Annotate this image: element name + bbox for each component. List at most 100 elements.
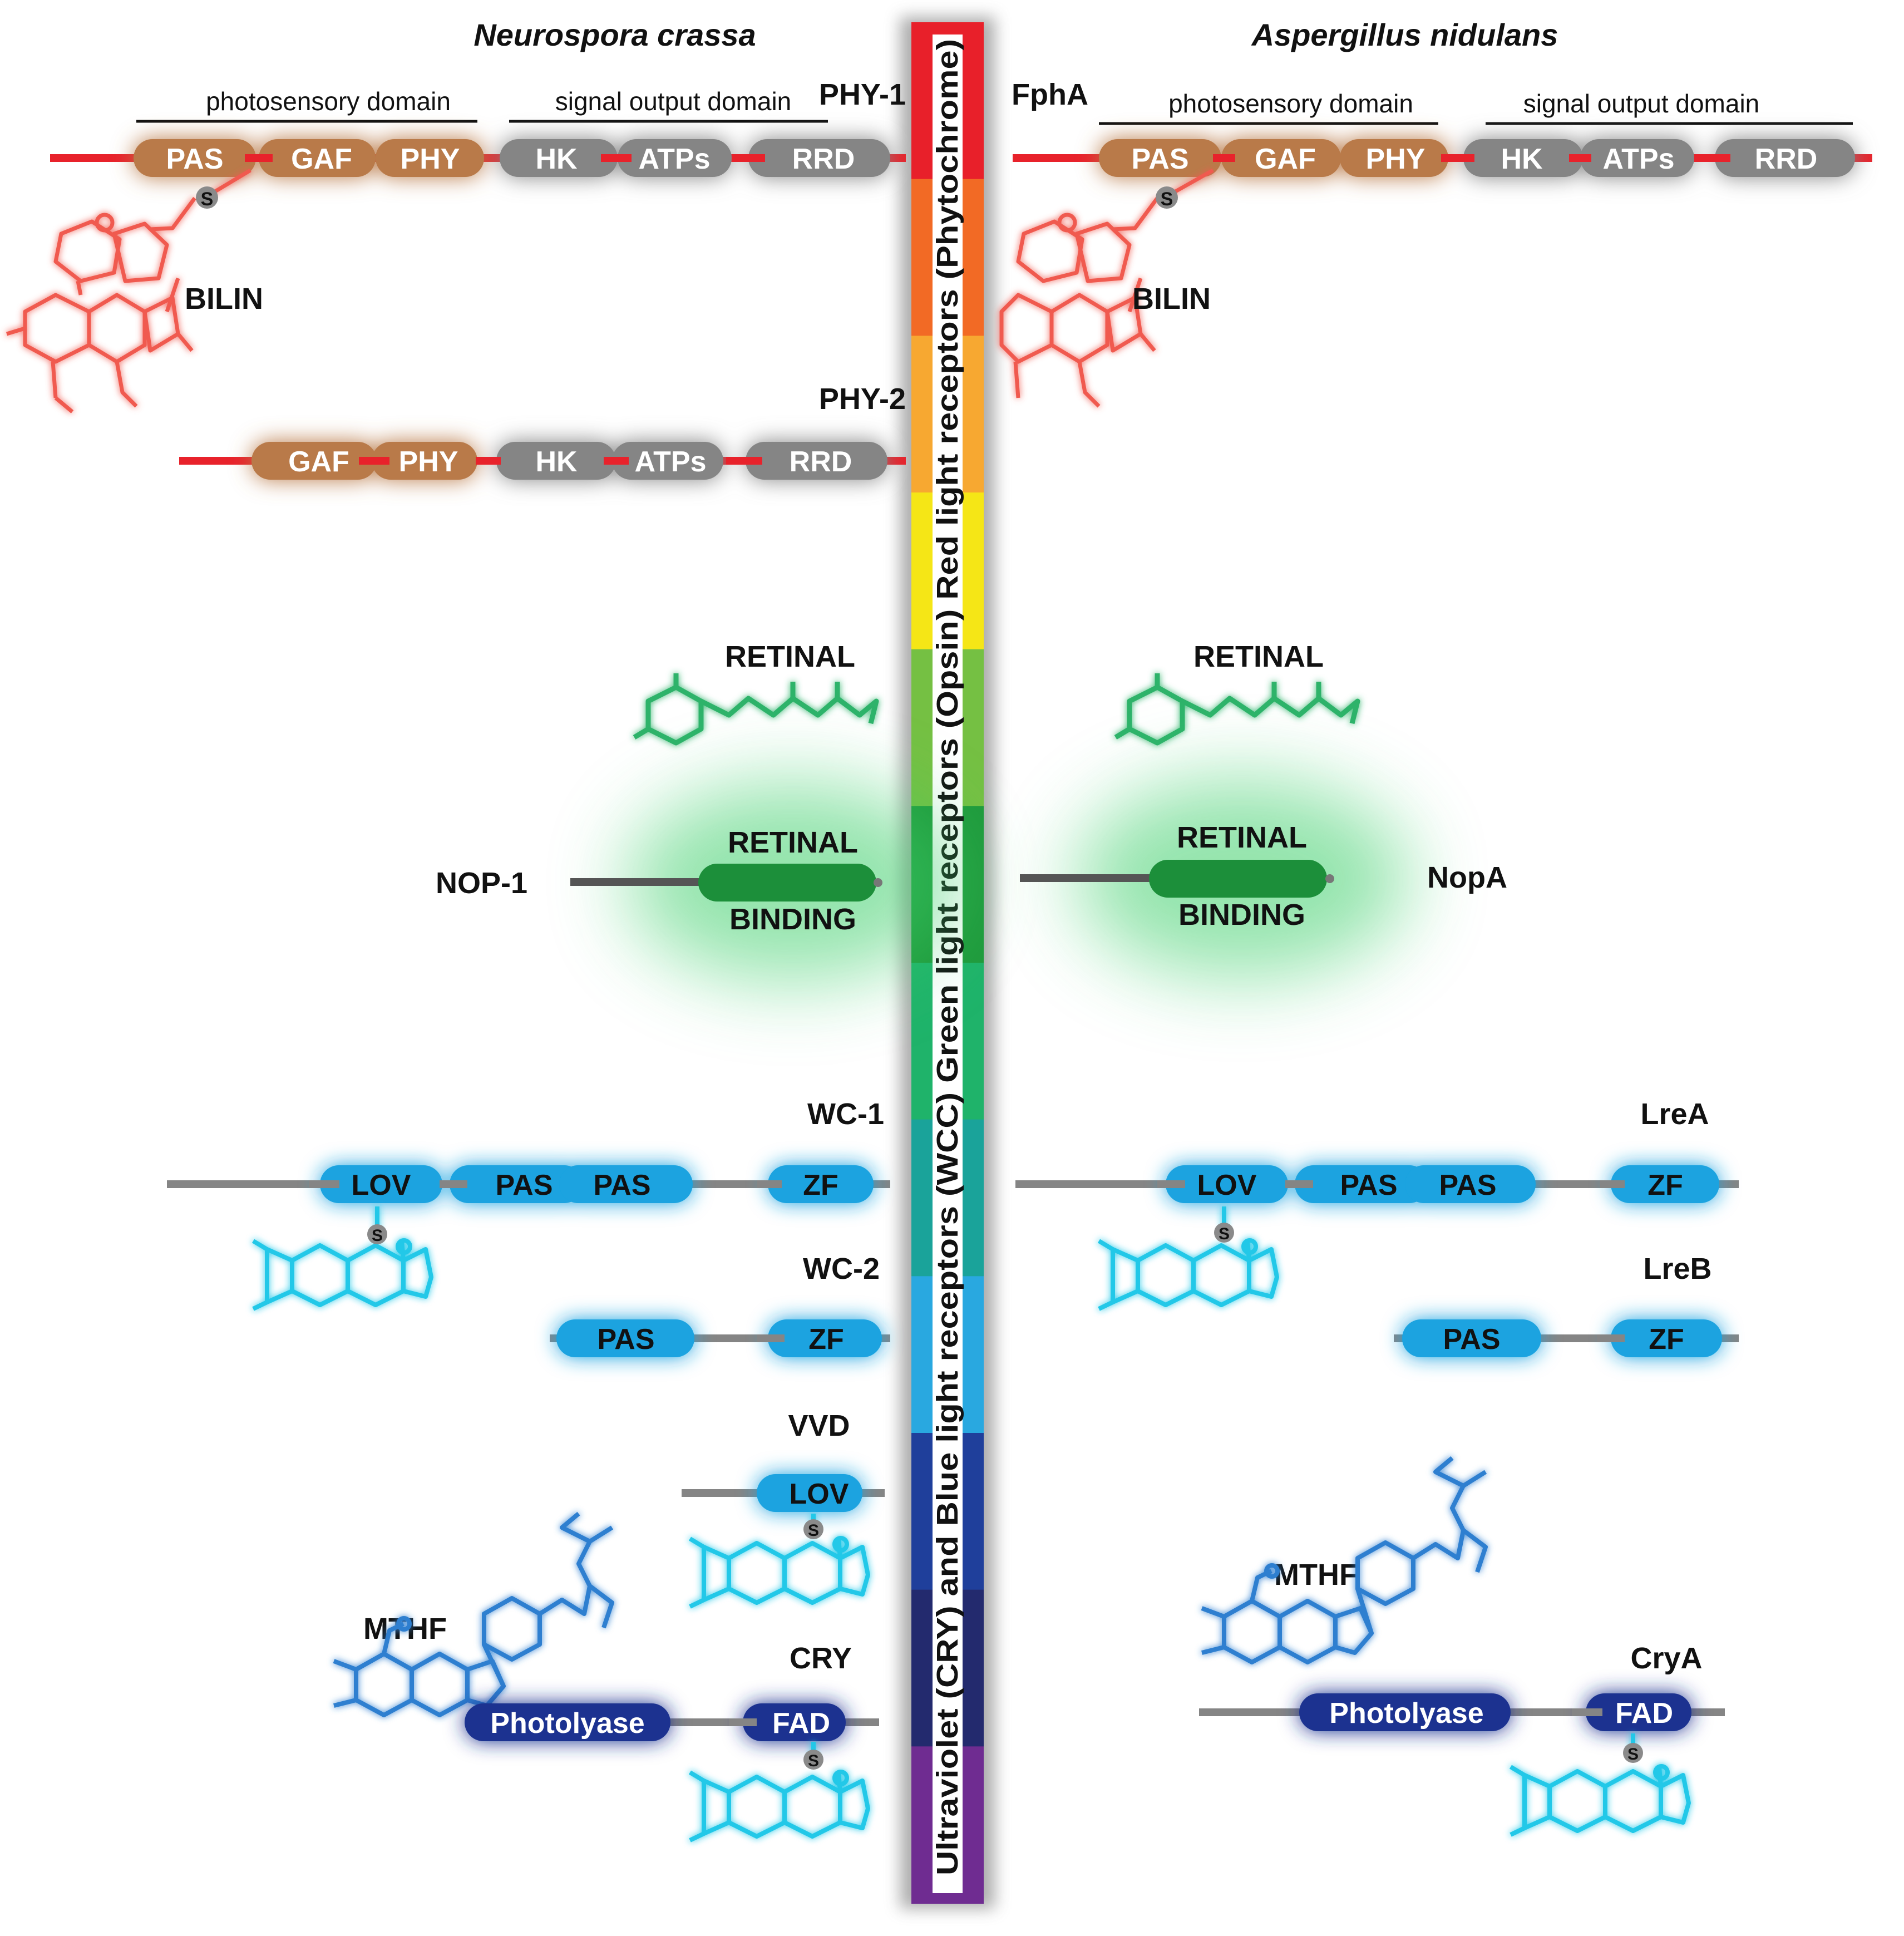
flavin-chromophore-lrea [1097, 1206, 1279, 1311]
wc1-pas-domain-2: PAS [593, 1169, 650, 1201]
phy1-rrd-domain: RRD [792, 143, 855, 175]
svg-text:S: S [1161, 189, 1173, 210]
bilin-label-left: BILIN [185, 282, 263, 316]
signal-output-domain-label-left: signal output domain [555, 87, 792, 116]
phy1-hk-domain: HK [535, 143, 578, 175]
bilin-label-right: BILIN [1132, 282, 1211, 316]
mthf-chromophore-left [333, 1511, 614, 1717]
spectrum-axis-label: Ultraviolet (CRY) and Blue light recepto… [931, 39, 964, 1875]
phy1-pas-domain: PAS [166, 143, 223, 175]
flavin-chromophore-vvd [688, 1514, 870, 1609]
cry-protein: Photolyase FAD [465, 1703, 879, 1741]
fpha-label: FphA [1012, 78, 1088, 111]
wc1-label: WC-1 [807, 1097, 884, 1131]
fpha-hk-domain: HK [1501, 143, 1543, 175]
spectrum-label-panel [933, 35, 963, 1893]
nopa-protein: RETINAL BINDING [1020, 821, 1334, 932]
crya-fad-domain: FAD [1615, 1697, 1673, 1730]
fpha-rrd-domain: RRD [1755, 143, 1818, 175]
flavin-chromophore-cry [688, 1742, 870, 1843]
nop1-domain-binding: BINDING [729, 903, 856, 936]
nop1-label: NOP-1 [436, 866, 527, 900]
phy2-hk-domain: HK [535, 446, 578, 478]
svg-text:S: S [1627, 1745, 1639, 1763]
s-atom-wc1: S [367, 1224, 387, 1245]
phy2-gaf-domain: GAF [288, 446, 349, 478]
retinal-label-right: RETINAL [1193, 640, 1324, 673]
spectrum-bar: Ultraviolet (CRY) and Blue light recepto… [900, 17, 995, 1909]
phy2-label: PHY-2 [819, 382, 906, 416]
photosensory-domain-label-right: photosensory domain [1168, 89, 1413, 118]
s-atom-vvd: S [803, 1519, 823, 1540]
lreb-zf-domain: ZF [1649, 1323, 1684, 1356]
nop1-domain-retinal: RETINAL [728, 826, 858, 859]
cry-photolyase-domain: Photolyase [490, 1707, 644, 1740]
vvd-label: VVD [788, 1409, 850, 1442]
svg-text:S: S [808, 1521, 819, 1540]
retinal-chromophore-right [1114, 673, 1360, 746]
svg-text:S: S [372, 1226, 383, 1245]
svg-text:S: S [1219, 1225, 1230, 1243]
lrea-zf-domain: ZF [1647, 1169, 1683, 1201]
vvd-protein: LOV [682, 1474, 885, 1512]
photosensory-domain-label-left: photosensory domain [206, 87, 451, 116]
phy1-protein: PAS GAF PHY HK ATPs RRD [50, 139, 906, 177]
crya-photolyase-domain: Photolyase [1329, 1697, 1483, 1730]
lrea-pas-domain-1: PAS [1340, 1169, 1397, 1201]
flavin-chromophore-wc1 [251, 1206, 433, 1311]
phy2-phy-domain: PHY [399, 446, 458, 478]
domain-brackets: photosensory domain signal output domain… [136, 87, 1853, 125]
phy1-gaf-domain: GAF [291, 143, 352, 175]
phy2-atps-domain: ATPs [634, 446, 706, 478]
mthf-chromophore-right [1201, 1456, 1488, 1664]
mthf-label-right: MTHF [1274, 1558, 1358, 1592]
species-left: Neurospora crassa [473, 17, 756, 52]
lreb-pas-domain: PAS [1443, 1323, 1500, 1356]
s-atom-right-phy: S [1156, 186, 1178, 210]
nopa-domain-retinal: RETINAL [1177, 821, 1307, 854]
wc2-zf-domain: ZF [808, 1323, 844, 1356]
crya-label: CryA [1630, 1642, 1702, 1675]
s-atom-crya: S [1623, 1743, 1643, 1763]
flavin-chromophore-crya [1509, 1733, 1691, 1837]
wc1-lov-domain: LOV [352, 1169, 411, 1201]
s-atom-lrea: S [1214, 1223, 1234, 1243]
fpha-gaf-domain: GAF [1255, 143, 1316, 175]
lrea-pas-domain-2: PAS [1439, 1169, 1496, 1201]
nopa-domain-binding: BINDING [1178, 898, 1305, 932]
lreb-label: LreB [1643, 1252, 1711, 1285]
phy2-rrd-domain: RRD [790, 446, 852, 478]
s-atom-cry: S [803, 1750, 823, 1770]
retinal-chromophore-left [633, 673, 879, 746]
phy1-label: PHY-1 [819, 78, 906, 111]
lreb-protein: PAS ZF [1394, 1319, 1739, 1357]
wc1-pas-domain-1: PAS [495, 1169, 553, 1201]
fpha-pas-domain: PAS [1131, 143, 1188, 175]
cry-label: CRY [790, 1642, 852, 1675]
lrea-protein: LOV PAS PAS ZF [1015, 1165, 1739, 1203]
s-atom-left-phy: S [196, 186, 218, 210]
fpha-protein: PAS GAF PHY HK ATPs RRD [1013, 139, 1872, 177]
wc1-protein: LOV PAS PAS ZF [167, 1165, 890, 1203]
bilin-chromophore-right [999, 168, 1214, 408]
signal-output-domain-label-right: signal output domain [1523, 89, 1760, 118]
cry-fad-domain: FAD [772, 1707, 830, 1740]
nopa-label: NopA [1427, 861, 1507, 894]
phy1-phy-domain: PHY [401, 143, 460, 175]
svg-text:S: S [808, 1752, 819, 1770]
wc1-zf-domain: ZF [803, 1169, 838, 1201]
phy2-protein: GAF PHY HK ATPs RRD [179, 442, 906, 480]
nop1-protein: RETINAL BINDING [570, 826, 882, 936]
vvd-lov-domain: LOV [790, 1478, 849, 1510]
wc2-protein: PAS ZF [550, 1319, 890, 1357]
species-right: Aspergillus nidulans [1251, 17, 1558, 52]
crya-protein: Photolyase FAD [1199, 1693, 1725, 1731]
fpha-phy-domain: PHY [1366, 143, 1425, 175]
retinal-label-left: RETINAL [725, 640, 855, 673]
wc2-label: WC-2 [803, 1252, 880, 1285]
lrea-lov-domain: LOV [1197, 1169, 1257, 1201]
wc2-pas-domain: PAS [597, 1323, 654, 1356]
lrea-label: LreA [1640, 1097, 1709, 1131]
